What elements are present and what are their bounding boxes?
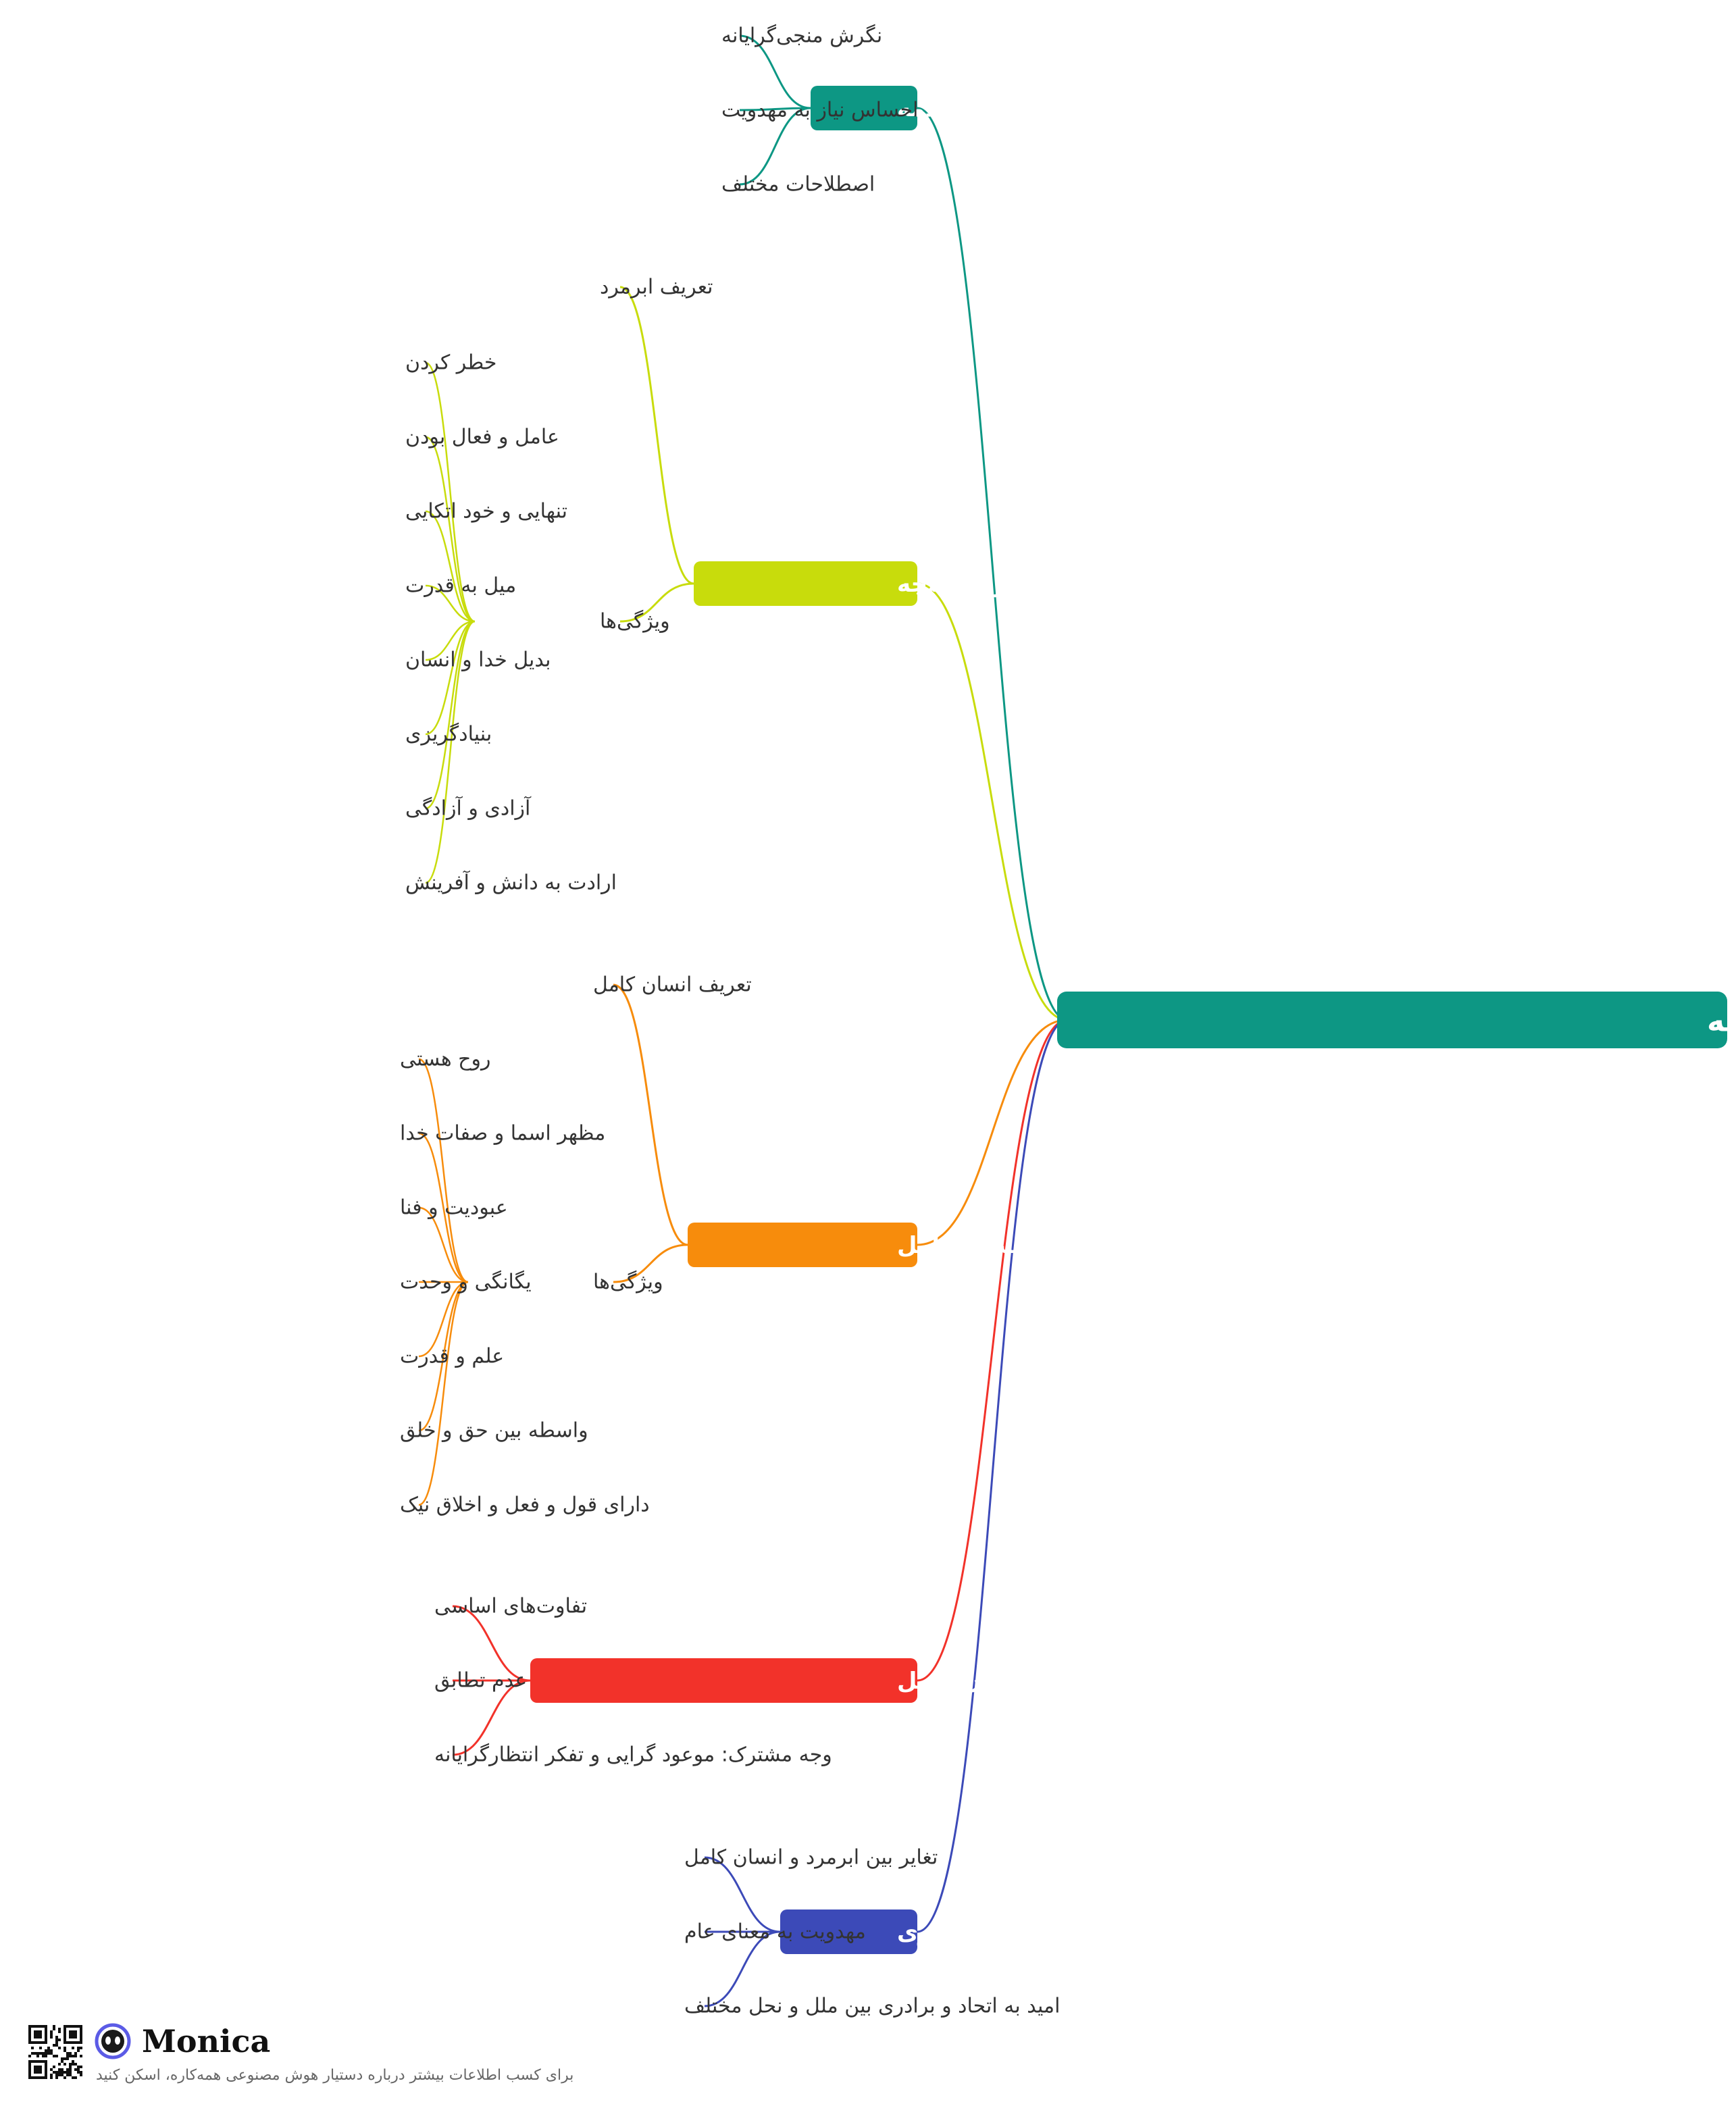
leaf-label-1-1-2: تنهایی و خود اتکایی [405, 500, 567, 523]
branch-link-0 [917, 107, 1068, 1021]
child-label-0-1: احساس نیاز به مهدویت [721, 99, 918, 122]
child-link-1-1 [619, 582, 694, 623]
leaf-link-2-1-1 [418, 1132, 469, 1283]
child-link-2-0 [613, 983, 688, 1246]
leaf-link-1-1-6 [425, 620, 476, 810]
child-link-1-0 [619, 286, 694, 585]
connector-lines [418, 34, 1068, 2007]
leaf-link-2-1-6 [418, 1281, 469, 1506]
child-label-2-0: تعریف انسان کامل [593, 973, 752, 997]
child-label-4-0: تغایر بین ابرمرد و انسان کامل [684, 1846, 938, 1870]
child-link-3-2 [452, 1679, 531, 1756]
child-label-4-1: مهدویت به معنای عام [684, 1920, 866, 1944]
leaf-label-2-1-0: روح هستی [400, 1048, 491, 1071]
watermark-brand: Monica [142, 2023, 270, 2059]
leaf-link-1-1-3 [425, 584, 476, 623]
child-link-0-2 [739, 107, 811, 186]
leaf-label-2-1-2: عبودیت و فنا [400, 1196, 508, 1220]
branch-label-4: نتیجه‌گیری [897, 1919, 1013, 1946]
root-title: مهدویت، جامع ابرمرد نیچه و انسان کامل فل… [1707, 1004, 1736, 1039]
branch-node-0 [811, 86, 917, 130]
branch-label-0: مقدمه [897, 95, 969, 122]
leaf-link-1-1-4 [425, 620, 476, 661]
child-link-0-1 [739, 107, 811, 111]
leaf-link-2-1-5 [418, 1281, 469, 1432]
child-label-2-1: ویژگی‌ها [593, 1271, 663, 1294]
branch-label-1: چیستی ابرمرد نیچه [897, 571, 1115, 598]
leaf-label-2-1-5: واسطه بین حق و خلق [400, 1419, 588, 1443]
child-label-1-1: ویژگی‌ها [600, 610, 670, 634]
leaf-link-1-1-7 [425, 620, 476, 884]
child-label-3-2: وجه مشترک: موعود گرایی و تفکر انتظارگرای… [434, 1743, 832, 1767]
branch-node-2 [688, 1223, 917, 1267]
branch-node-1 [694, 561, 917, 606]
branch-link-1 [917, 582, 1068, 1021]
leaf-label-1-1-5: بنیادگریزی [405, 723, 492, 746]
leaf-label-1-1-6: آزادی و آزادگی [405, 796, 532, 821]
monica-face-icon [95, 2023, 131, 2059]
branch-node-3 [530, 1658, 917, 1703]
child-label-0-2: اصطلاحات مختلف [721, 173, 875, 197]
leaf-label-1-1-4: بدیل خدا و انسان [405, 648, 551, 672]
leaf-link-1-1-1 [425, 436, 476, 623]
child-label-4-2: امید به اتحاد و برادری بین ملل و نحل مخت… [684, 1995, 1060, 2018]
leaf-label-2-1-4: علم و قدرت [400, 1345, 504, 1368]
child-link-0-0 [739, 34, 811, 109]
child-label-0-0: نگرش منجی‌گرایانه [721, 24, 882, 48]
leaf-label-2-1-3: یگانگی و وحدت [400, 1271, 532, 1294]
leaf-link-1-1-0 [425, 361, 476, 623]
branch-label-3: نسبت بین ابرمرد نیچه و انسان کامل [897, 1668, 1308, 1695]
leaf-label-1-1-7: ارادت به دانش و آفرینش [405, 871, 617, 895]
leaf-label-2-1-1: مظهر اسما و صفات خدا [400, 1122, 605, 1146]
leaf-label-1-1-1: عامل و فعال بودن [405, 426, 559, 449]
leaf-label-2-1-6: دارای قول و فعل و اخلاق نیک [400, 1493, 650, 1517]
watermark-note: برای کسب اطلاعات بیشتر درباره دستیار هوش… [96, 2067, 573, 2084]
nodes: مهدویت، جامع ابرمرد نیچه و انسان کامل فل… [400, 24, 1736, 2018]
root-node [1057, 992, 1727, 1048]
leaf-link-2-1-2 [418, 1206, 469, 1283]
branch-label-2: چیستی انسان کامل [897, 1232, 1120, 1259]
qr-code-icon [27, 2024, 84, 2080]
branch-node-4 [780, 1909, 917, 1954]
child-label-3-1: عدم تطابق [434, 1669, 527, 1693]
child-link-4-0 [704, 1856, 781, 1933]
leaf-link-1-1-2 [425, 510, 476, 623]
leaf-label-1-1-3: میل به قدرت [405, 574, 516, 598]
monica-watermark: Monica برای کسب اطلاعات بیشتر درباره دست… [27, 2023, 573, 2084]
child-label-1-0: تعریف ابرمرد [600, 276, 713, 299]
branch-link-3 [917, 1019, 1068, 1682]
branch-link-4 [917, 1019, 1068, 1933]
child-link-4-2 [704, 1930, 781, 2007]
child-link-3-0 [452, 1605, 531, 1682]
child-label-3-0: تفاوت‌های اساسی [434, 1595, 587, 1618]
leaf-link-2-1-0 [418, 1058, 469, 1283]
leaf-link-2-1-4 [418, 1281, 469, 1358]
branch-link-2 [917, 1019, 1068, 1246]
leaf-label-1-1-0: خطر کردن [405, 351, 496, 375]
child-link-2-1 [613, 1244, 688, 1283]
leaf-link-1-1-5 [425, 620, 476, 736]
